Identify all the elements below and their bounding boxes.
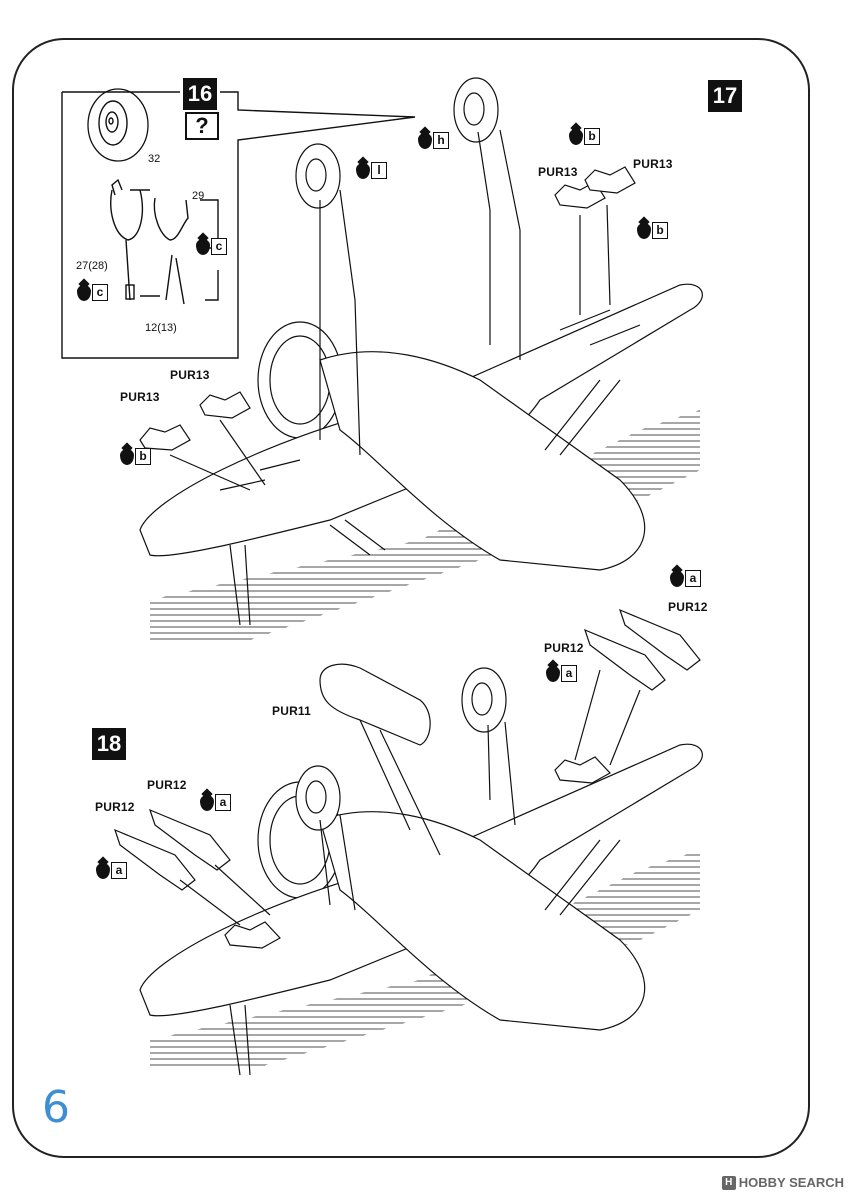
paint-drop-icon bbox=[200, 794, 214, 811]
part-27-28-label: 27(28) bbox=[76, 260, 108, 272]
part-12-13-label: 12(13) bbox=[145, 322, 177, 334]
page-number: 6 bbox=[42, 1082, 70, 1133]
pur12-label: PUR12 bbox=[95, 800, 135, 814]
paint-code: c bbox=[211, 238, 227, 255]
watermark-logo-icon: H bbox=[721, 1175, 736, 1190]
paint-code: c bbox=[92, 284, 108, 301]
paint-callout: a bbox=[546, 665, 577, 682]
step16-inset bbox=[61, 88, 416, 359]
paint-drop-icon bbox=[120, 448, 134, 465]
pur13-label: PUR13 bbox=[538, 165, 578, 179]
paint-callout: c bbox=[77, 284, 108, 301]
paint-code: a bbox=[685, 570, 701, 587]
paint-drop-icon bbox=[96, 862, 110, 879]
paint-drop-icon bbox=[356, 162, 370, 179]
paint-code: a bbox=[111, 862, 127, 879]
pur11-label: PUR11 bbox=[272, 704, 312, 718]
part-29-label: 29 bbox=[192, 190, 205, 202]
watermark: H HOBBY SEARCH bbox=[721, 1175, 844, 1190]
paint-code: b bbox=[652, 222, 668, 239]
paint-callout: a bbox=[96, 862, 127, 879]
step17-aircraft bbox=[139, 77, 703, 640]
optional-step-icon: ? bbox=[185, 112, 219, 140]
step-16-badge: 16 bbox=[183, 78, 217, 110]
paint-drop-icon bbox=[77, 284, 91, 301]
paint-code: a bbox=[215, 794, 231, 811]
step-18-badge: 18 bbox=[92, 728, 126, 760]
paint-callout: h bbox=[418, 132, 449, 149]
paint-code: l bbox=[371, 162, 387, 179]
paint-callout: b bbox=[637, 222, 668, 239]
pur13-label: PUR13 bbox=[120, 390, 160, 404]
pur13-label: PUR13 bbox=[633, 157, 673, 171]
paint-drop-icon bbox=[637, 222, 651, 239]
paint-drop-icon bbox=[418, 132, 432, 149]
part-32-label: 32 bbox=[148, 153, 161, 165]
page-border bbox=[12, 38, 810, 1158]
pur12-label: PUR12 bbox=[668, 600, 708, 614]
paint-code: b bbox=[135, 448, 151, 465]
paint-drop-icon bbox=[196, 238, 210, 255]
step18-aircraft bbox=[114, 608, 703, 1076]
paint-drop-icon bbox=[546, 665, 560, 682]
paint-callout: b bbox=[120, 448, 151, 465]
paint-callout: c bbox=[196, 238, 227, 255]
paint-drop-icon bbox=[670, 570, 684, 587]
paint-callout: b bbox=[569, 128, 600, 145]
paint-drop-icon bbox=[569, 128, 583, 145]
paint-callout: a bbox=[670, 570, 701, 587]
paint-callout: l bbox=[356, 162, 387, 179]
pur12-label: PUR12 bbox=[147, 778, 187, 792]
watermark-text: HOBBY SEARCH bbox=[738, 1175, 844, 1190]
pur12-label: PUR12 bbox=[544, 641, 584, 655]
step-17-badge: 17 bbox=[708, 80, 742, 112]
paint-code: a bbox=[561, 665, 577, 682]
pur13-label: PUR13 bbox=[170, 368, 210, 382]
paint-code: h bbox=[433, 132, 449, 149]
paint-callout: a bbox=[200, 794, 231, 811]
paint-code: b bbox=[584, 128, 600, 145]
